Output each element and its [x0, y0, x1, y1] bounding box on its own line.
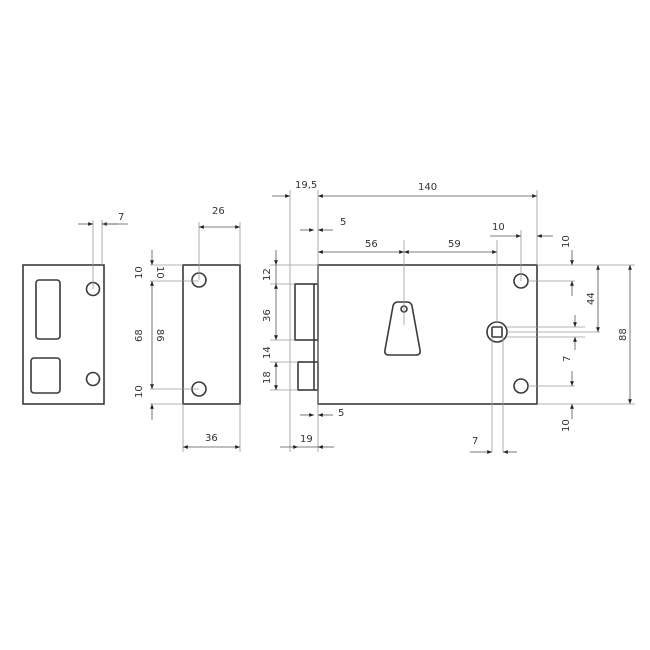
- dim-front-offset-bottom: 5: [338, 408, 344, 419]
- dim-right-mid: 44: [586, 292, 597, 305]
- dim-hole-from-right: 10: [492, 222, 505, 233]
- dim-top-margin: 10: [134, 266, 145, 279]
- strike-plate-side-view: 26 36 10 68 10 10 86: [134, 206, 241, 452]
- dim-keyhole-to-spindle: 59: [448, 239, 461, 250]
- dim-bottom-width: 36: [205, 433, 218, 444]
- strike-plate-front-view: 7: [22, 212, 128, 405]
- dim-latch-height: 18: [262, 371, 273, 384]
- dim-right-top: 10: [561, 235, 572, 248]
- keyhole-icon: [384, 301, 421, 356]
- dim-inner-total: 86: [154, 329, 165, 342]
- dim-bolt-height: 36: [262, 309, 273, 322]
- dim-keyhole-from-left: 56: [365, 239, 378, 250]
- dim-hole-offset: 7: [118, 212, 124, 223]
- dim-height: 88: [618, 328, 629, 341]
- dim-inner-top: 10: [154, 266, 165, 279]
- dim-middle: 68: [134, 329, 145, 342]
- dim-overall-offset: 19,5: [295, 180, 317, 191]
- dim-spindle-width: 7: [472, 436, 478, 447]
- dim-right-bottom: 10: [561, 419, 572, 432]
- dim-right-spindle: 7: [562, 356, 573, 362]
- dim-bolt-projection: 19: [300, 434, 313, 445]
- dim-bottom-margin: 10: [134, 385, 145, 398]
- dim-bolt-top: 12: [262, 268, 273, 281]
- lock-body-view: 19,5 140 5 56 59 10 12 36 14 18 5: [262, 180, 635, 454]
- dim-gap: 14: [262, 346, 273, 359]
- dim-top-width: 26: [212, 206, 225, 217]
- dim-width: 140: [418, 182, 437, 193]
- dim-front-offset-top: 5: [340, 217, 346, 228]
